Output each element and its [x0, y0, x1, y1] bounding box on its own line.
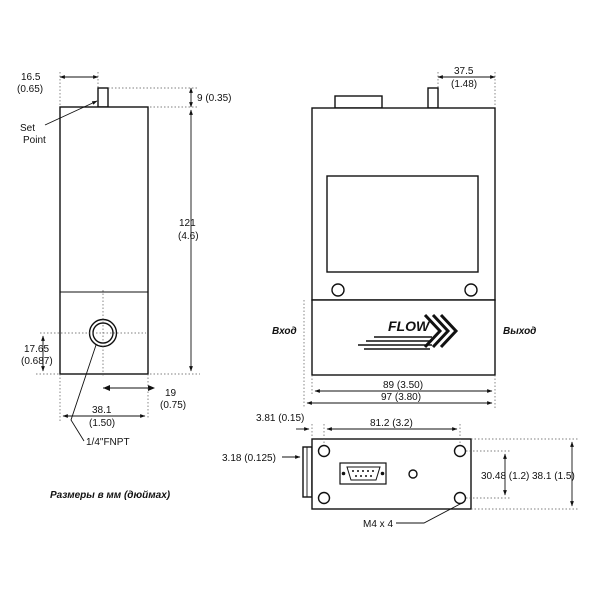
dim-port-width-inch: (1.50)	[89, 418, 115, 429]
dim-offset-top-inch: (1.48)	[451, 79, 477, 90]
mount-hole-bl	[317, 491, 331, 505]
right-button	[464, 283, 478, 297]
port-thread-label: 1/4"FNPT	[86, 437, 130, 448]
display-window	[326, 175, 479, 273]
depth-arrow-right	[148, 385, 155, 391]
front-view: FLOW Вход Выход 37.5 (1.48) 89 (3.50) 97…	[272, 66, 536, 408]
dim-shaft-height: 9 (0.35)	[197, 93, 231, 104]
dim-depth-inch: (0.75)	[160, 400, 186, 411]
thread-leader	[70, 344, 97, 442]
outlet-label: Выход	[503, 326, 536, 337]
mount-hole-br	[453, 491, 467, 505]
bottom-port-hole	[408, 469, 418, 479]
dim-port-width-mm: 38.1	[92, 405, 112, 416]
dim-height-mm: 121	[179, 218, 196, 229]
dim-width-inner: 89 (3.50)	[383, 380, 423, 391]
dim-port-height-inch: (0.687)	[21, 356, 53, 367]
side-view: 16.5 (0.65) 9 (0.35) 121 (4.6) Set Point…	[17, 72, 231, 448]
inlet-label: Вход	[272, 326, 297, 337]
units-note: Размеры в мм (дюймах)	[50, 490, 171, 501]
front-setpoint-shaft	[427, 87, 439, 109]
setpoint-leader	[44, 100, 98, 126]
dim-hole-height: 30.48 (1.2)	[481, 471, 529, 482]
dim-height-inch: (4.6)	[178, 231, 199, 242]
screw-label: M4 x 4	[363, 519, 393, 530]
bottom-flange	[302, 446, 313, 498]
left-button	[331, 283, 345, 297]
dim-edge-offset: 3.81 (0.15)	[256, 413, 304, 424]
bottom-view: 3.81 (0.15) 81.2 (3.2) 3.18 (0.125) 30.4…	[222, 413, 578, 530]
flow-label: FLOW	[388, 318, 431, 334]
dim-total-height: 38.1 (1.5)	[532, 471, 575, 482]
dim-flange-thickness: 3.18 (0.125)	[222, 453, 276, 464]
dim-width-top-mm: 16.5	[21, 72, 41, 83]
db9-connector-icon	[339, 462, 387, 485]
setpoint-label-line1: Set	[20, 123, 35, 134]
mount-hole-tr	[453, 444, 467, 458]
bottom-plate	[311, 438, 472, 510]
dim-hole-spacing: 81.2 (3.2)	[370, 418, 413, 429]
flow-arrow-icon	[358, 313, 459, 350]
dim-width-top-inch: (0.65)	[17, 84, 43, 95]
setpoint-label-line2: Point	[23, 135, 46, 146]
setpoint-shaft	[97, 87, 109, 108]
dim-port-height-mm: 17.65	[24, 344, 49, 355]
mount-hole-tl	[317, 444, 331, 458]
top-connector	[334, 95, 383, 109]
dim-offset-top-mm: 37.5	[454, 66, 474, 77]
screw-leader	[396, 502, 463, 524]
depth-arrow-left	[103, 385, 110, 391]
dim-width-outer: 97 (3.80)	[381, 392, 421, 403]
dim-depth-mm: 19	[165, 388, 177, 399]
